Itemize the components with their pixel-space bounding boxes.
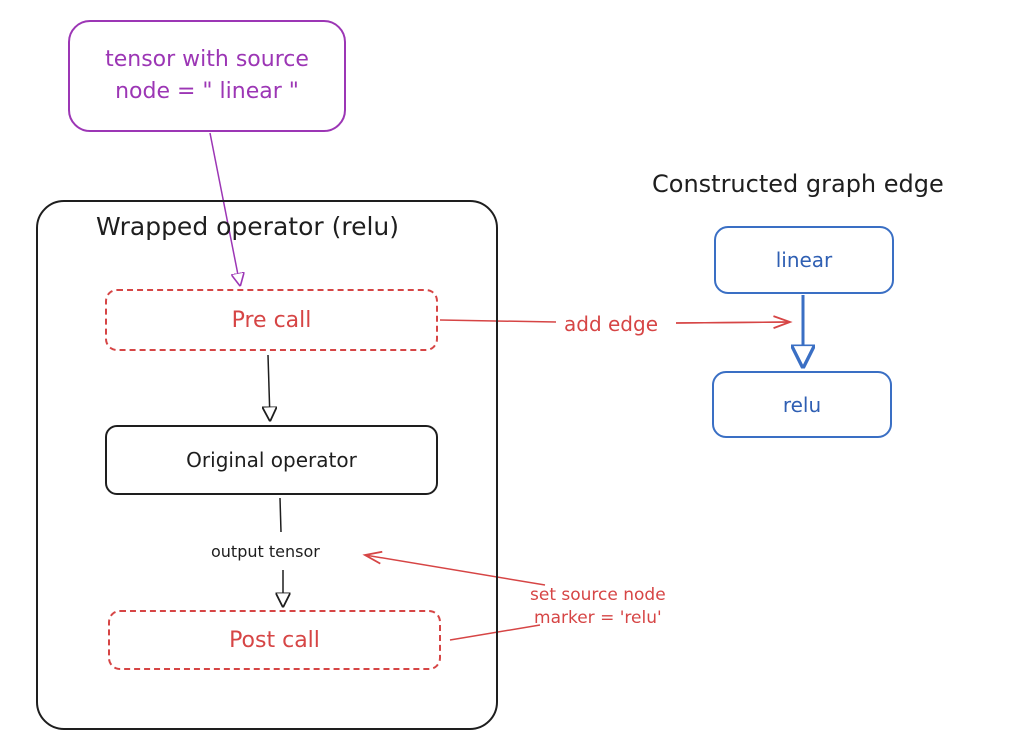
- pre-call-node: Pre call: [105, 289, 438, 351]
- add-edge-label: add edge: [560, 312, 663, 336]
- set-marker-line1: set source node: [530, 585, 666, 605]
- graph-node-relu: relu: [712, 371, 892, 438]
- graph-node-linear: linear: [714, 226, 894, 294]
- post-call-label: Post call: [229, 627, 320, 653]
- postcall-to-marker-line: [449, 624, 541, 641]
- original-operator-node: Original operator: [105, 425, 438, 495]
- wrapped-operator-container: [36, 200, 498, 730]
- graph-node-linear-label: linear: [775, 248, 833, 272]
- precall-to-original-arrow: [268, 354, 270, 420]
- add-edge-arrowhead: [675, 315, 793, 329]
- original-to-output-line: [279, 497, 282, 533]
- set-marker-line2: marker = 'relu': [534, 608, 662, 628]
- input-tensor-node: tensor with source node = " linear ": [68, 20, 346, 132]
- graph-title: Constructed graph edge: [652, 170, 944, 198]
- pre-call-label: Pre call: [231, 307, 312, 333]
- output-tensor-label: output tensor: [211, 542, 320, 561]
- original-operator-label: Original operator: [186, 448, 357, 472]
- graph-node-relu-label: relu: [782, 392, 822, 417]
- wrapped-operator-title: Wrapped operator (relu): [96, 212, 400, 241]
- set-marker-annotation: set source node marker = 'relu': [530, 584, 666, 630]
- input-to-precall-arrow: [209, 132, 240, 285]
- marker-to-output-arrow: [362, 550, 546, 586]
- input-tensor-line2: node = " linear ": [115, 79, 299, 104]
- post-call-node: Post call: [108, 610, 441, 670]
- input-tensor-line1: tensor with source: [105, 47, 309, 72]
